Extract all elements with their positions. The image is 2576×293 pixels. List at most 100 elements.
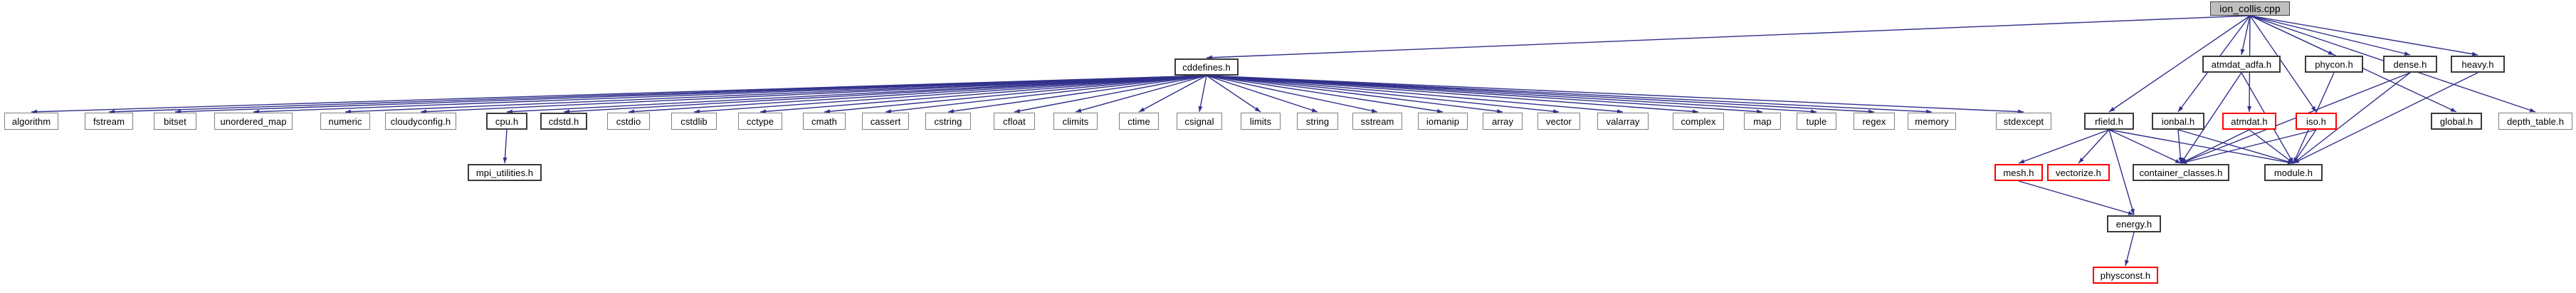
graph-node-ion-collis-cpp[interactable]: ion_collis.cpp	[2210, 1, 2290, 16]
graph-node-label: complex	[1681, 115, 1716, 127]
graph-node-iomanip[interactable]: iomanip	[1418, 113, 1468, 130]
graph-node-csignal[interactable]: csignal	[1177, 113, 1222, 130]
graph-node-label: ctime	[1127, 115, 1150, 127]
graph-node-string[interactable]: string	[1297, 113, 1338, 130]
graph-node-label: limits	[1249, 115, 1272, 127]
graph-node-cmath[interactable]: cmath	[803, 113, 846, 130]
graph-node-label: string	[1305, 115, 1330, 127]
edge-ion_collis_cpp-to-cddefines_h	[1206, 15, 2251, 60]
graph-node-cdstd-h[interactable]: cdstd.h	[540, 113, 587, 130]
graph-node-energy-h[interactable]: energy.h	[2107, 215, 2161, 232]
graph-node-unordered-map[interactable]: unordered_map	[214, 113, 293, 130]
graph-node-rfield-h[interactable]: rfield.h	[2084, 113, 2134, 130]
graph-node-climits[interactable]: climits	[1053, 113, 1098, 130]
graph-node-label: tuple	[1806, 115, 1827, 127]
edge-energy_h-to-physconst_h	[2125, 232, 2135, 267]
graph-node-depth-table-h[interactable]: depth_table.h	[2498, 113, 2572, 130]
graph-node-cstdlib[interactable]: cstdlib	[671, 113, 717, 130]
graph-node-cctype[interactable]: cctype	[738, 113, 782, 130]
graph-node-label: cstdlib	[680, 115, 708, 127]
graph-node-label: ionbal.h	[2161, 115, 2195, 127]
graph-node-label: valarray	[1606, 115, 1640, 127]
graph-node-cpu-h[interactable]: cpu.h	[486, 113, 527, 130]
graph-node-label: vector	[1545, 115, 1572, 127]
graph-node-dense-h[interactable]: dense.h	[2383, 56, 2437, 73]
edge-cddefines_h-to-cdstd_h	[563, 75, 1207, 114]
edge-cddefines_h-to-map	[1206, 75, 1763, 114]
graph-node-regex[interactable]: regex	[1854, 113, 1895, 130]
graph-node-complex[interactable]: complex	[1673, 113, 1724, 130]
edge-cddefines_h-to-cstdio	[628, 75, 1207, 114]
edge-cpu_h-to-mpi_utilities_h	[503, 129, 508, 164]
edge-atmdat_h-to-module_h	[2249, 129, 2294, 164]
graph-node-map[interactable]: map	[1744, 113, 1781, 130]
graph-node-fstream[interactable]: fstream	[85, 113, 133, 130]
graph-node-cstring[interactable]: cstring	[925, 113, 971, 130]
edge-ionbal_h-to-container_classes_h	[2177, 129, 2183, 164]
edge-ion_collis_cpp-to-atmdat_adfa_h	[2240, 15, 2251, 56]
edge-cddefines_h-to-vector	[1206, 75, 1560, 114]
graph-node-label: mpi_utilities.h	[475, 167, 534, 178]
graph-node-vectorize-h[interactable]: vectorize.h	[2047, 164, 2110, 181]
edge-cddefines_h-to-memory	[1206, 75, 1933, 114]
edge-cddefines_h-to-cstdlib	[693, 75, 1207, 114]
graph-node-ctime[interactable]: ctime	[1119, 113, 1159, 130]
graph-node-tuple[interactable]: tuple	[1797, 113, 1836, 130]
graph-node-array[interactable]: array	[1483, 113, 1523, 130]
graph-node-label: sstream	[1360, 115, 1394, 127]
graph-node-label: mesh.h	[2003, 167, 2034, 178]
graph-node-iso-h[interactable]: iso.h	[2296, 113, 2337, 130]
graph-node-mesh-h[interactable]: mesh.h	[1994, 164, 2043, 181]
graph-node-label: heavy.h	[2461, 58, 2494, 70]
graph-node-cassert[interactable]: cassert	[862, 113, 909, 130]
graph-node-global-h[interactable]: global.h	[2431, 113, 2482, 130]
graph-node-label: physconst.h	[2100, 269, 2151, 281]
edge-mesh_h-to-energy_h	[2018, 180, 2135, 215]
graph-node-mpi-utilities-h[interactable]: mpi_utilities.h	[468, 164, 542, 181]
graph-node-ionbal-h[interactable]: ionbal.h	[2152, 113, 2204, 130]
edge-cddefines_h-to-sstream	[1206, 75, 1378, 113]
graph-node-bitset[interactable]: bitset	[154, 113, 196, 130]
graph-node-container-classes-h[interactable]: container_classes.h	[2133, 164, 2229, 181]
graph-node-vector[interactable]: vector	[1537, 113, 1580, 130]
edge-cddefines_h-to-cassert	[885, 75, 1207, 114]
graph-node-label: bitset	[164, 115, 186, 127]
graph-node-cloudyconfig-h[interactable]: cloudyconfig.h	[385, 113, 456, 130]
graph-node-valarray[interactable]: valarray	[1597, 113, 1649, 130]
graph-node-physconst-h[interactable]: physconst.h	[2093, 267, 2158, 284]
edge-cddefines_h-to-valarray	[1206, 75, 1624, 114]
graph-node-atmdat-h[interactable]: atmdat.h	[2222, 113, 2276, 130]
edge-cddefines_h-to-cfloat	[1014, 75, 1207, 113]
edge-cddefines_h-to-limits	[1206, 75, 1261, 113]
graph-node-module-h[interactable]: module.h	[2264, 164, 2323, 181]
graph-node-cfloat[interactable]: cfloat	[994, 113, 1035, 130]
edge-cddefines_h-to-ctime	[1138, 75, 1207, 113]
edge-cddefines_h-to-numeric	[345, 75, 1207, 114]
edge-atmdat_h-to-container_classes_h	[2180, 129, 2250, 164]
graph-node-label: map	[1753, 115, 1772, 127]
graph-node-stdexcept[interactable]: stdexcept	[1996, 113, 2051, 130]
graph-node-limits[interactable]: limits	[1241, 113, 1281, 130]
graph-node-label: cassert	[870, 115, 901, 127]
graph-node-phycon-h[interactable]: phycon.h	[2305, 56, 2363, 73]
graph-node-label: depth_table.h	[2506, 115, 2565, 127]
graph-node-numeric[interactable]: numeric	[320, 113, 370, 130]
graph-node-label: module.h	[2273, 167, 2313, 178]
graph-node-label: vectorize.h	[2056, 167, 2101, 178]
graph-node-cstdio[interactable]: cstdio	[607, 113, 650, 130]
graph-node-label: fstream	[93, 115, 125, 127]
edge-cddefines_h-to-fstream	[108, 75, 1207, 114]
graph-node-cddefines-h[interactable]: cddefines.h	[1174, 58, 1239, 76]
graph-node-label: stdexcept	[2003, 115, 2044, 127]
graph-node-heavy-h[interactable]: heavy.h	[2451, 56, 2505, 73]
graph-node-label: dense.h	[2393, 58, 2427, 70]
graph-node-label: cstring	[934, 115, 962, 127]
edge-rfield_h-to-container_classes_h	[2108, 129, 2182, 164]
graph-node-atmdat-adfa-h[interactable]: atmdat_adfa.h	[2202, 56, 2281, 73]
graph-node-memory[interactable]: memory	[1908, 113, 1956, 130]
graph-node-algorithm[interactable]: algorithm	[4, 113, 58, 130]
graph-node-label: rfield.h	[2095, 115, 2123, 127]
graph-node-label: cdstd.h	[548, 115, 579, 127]
edge-ionbal_h-to-module_h	[2177, 129, 2294, 164]
graph-node-sstream[interactable]: sstream	[1352, 113, 1402, 130]
